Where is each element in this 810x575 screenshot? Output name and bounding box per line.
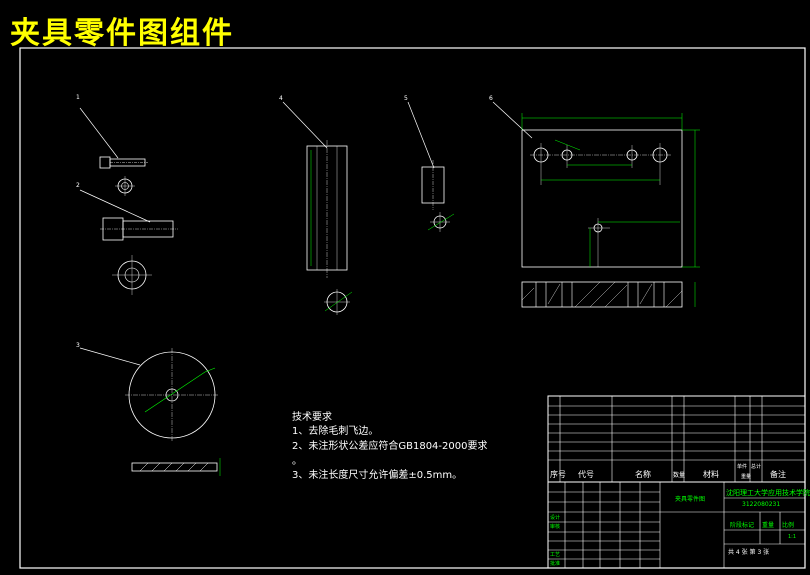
balloon-6: 6 [489, 95, 493, 102]
col-code: 代号 [578, 470, 594, 479]
approve-row: 批准 [550, 561, 561, 567]
col-seq: 序号 [550, 470, 566, 479]
drawing-number: 3122080231 [742, 501, 781, 508]
page-title: 夹具零件图组件 [10, 16, 234, 51]
col-material: 材料 [703, 470, 719, 479]
requirement-1: 1、去除毛刺飞边。 [292, 426, 379, 437]
weight-label: 重量 [762, 522, 775, 529]
balloon-5: 5 [404, 95, 408, 102]
requirement-3: 3、未注长度尺寸允许偏差±0.5mm。 [292, 470, 463, 481]
col-qty: 数量 [673, 472, 686, 479]
check-row: 审核 [550, 524, 561, 530]
col-single: 单件 [737, 464, 748, 470]
balloon-1: 1 [76, 94, 80, 101]
scale-value: 1:1 [788, 534, 797, 540]
sheet-info: 共 4 张 第 3 张 [728, 549, 770, 556]
balloon-2: 2 [76, 182, 80, 189]
part-3-disc [79, 347, 221, 476]
stage-label: 阶段标记 [730, 522, 755, 529]
school-name: 沈阳理工大学应用技术学院 [726, 489, 810, 497]
part-4-bar [282, 101, 353, 315]
process-row: 工艺 [550, 552, 561, 558]
sheet-frame [19, 47, 806, 569]
requirement-2-cont: 。 [292, 456, 302, 467]
title-block-grid [547, 395, 806, 569]
col-name: 名称 [635, 470, 651, 479]
col-weight: 重量 [741, 474, 752, 480]
part-5-block [407, 101, 455, 232]
scale-label: 比例 [782, 522, 795, 529]
col-remark: 备注 [770, 470, 786, 479]
requirements-heading: 技术要求 [292, 412, 332, 423]
requirement-2: 2、未注形状公差应符合GB1804-2000要求 [292, 441, 488, 452]
part-1-screw [79, 107, 148, 196]
part-2-screw [79, 189, 178, 295]
part-6-plate [492, 101, 700, 308]
balloon-3: 3 [76, 342, 80, 349]
part-title: 夹具零件图 [675, 496, 706, 503]
col-total: 总计 [751, 464, 762, 470]
designer-row: 设计 [550, 515, 561, 521]
balloon-4: 4 [279, 95, 283, 102]
